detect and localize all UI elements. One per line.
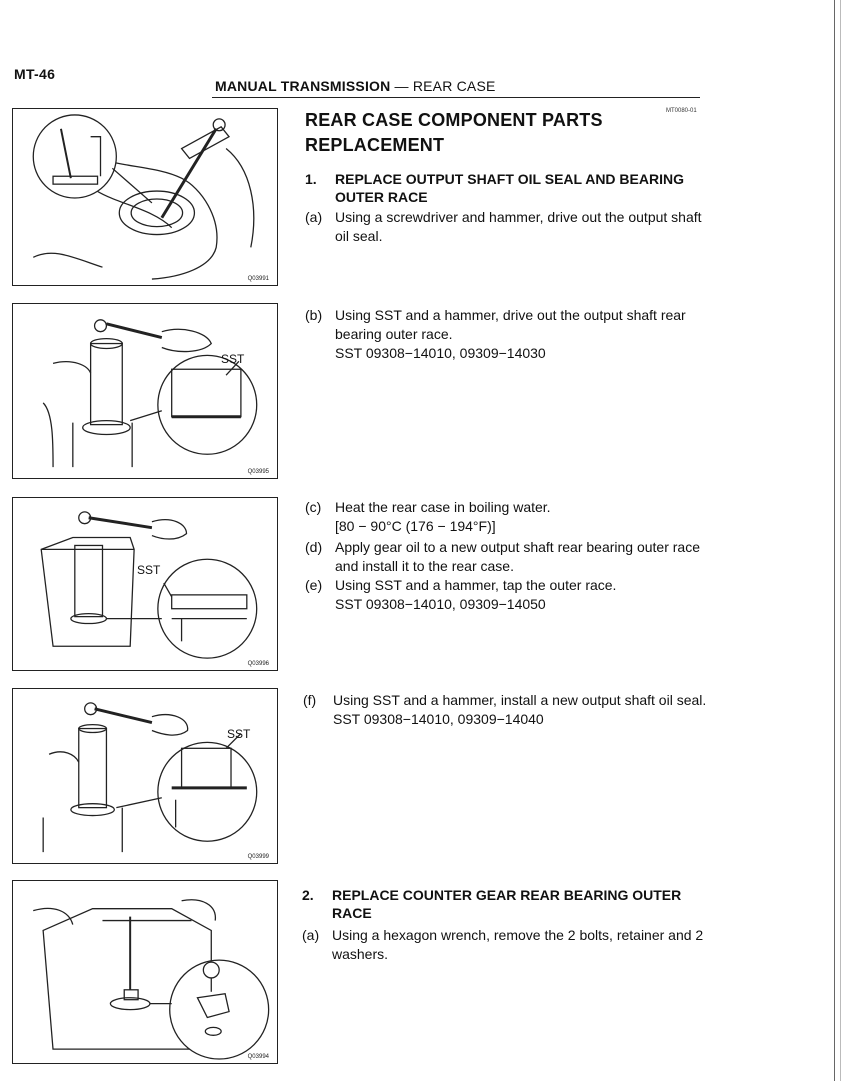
illustration-hexagon-wrench	[33, 899, 270, 1060]
illustration-sst-tap-race	[40, 511, 258, 659]
sst-callout: SST	[227, 727, 251, 741]
step-title: REPLACE OUTPUT SHAFT OIL SEAL AND BEARIN…	[335, 171, 684, 205]
figure-install-oil-seal: SST Q03999	[12, 688, 278, 864]
temperature-range: [80 − 90°C (176 − 194°F)]	[335, 518, 496, 534]
instruction-label: (c)	[305, 499, 322, 515]
figure-remove-oil-seal: Q03991	[12, 108, 278, 286]
header-title: MANUAL TRANSMISSION	[215, 78, 391, 94]
figure-tap-outer-race: SST Q03996	[12, 497, 278, 671]
instruction-label: (a)	[305, 209, 323, 225]
step-number: 2.	[302, 887, 314, 903]
instruction-text: Using SST and a hammer, install a new ou…	[333, 692, 707, 708]
header-subtitle: — REAR CASE	[390, 78, 496, 94]
illustration-sst-install-seal	[42, 702, 258, 853]
sst-numbers: SST 09308−14010, 09309−14050	[335, 596, 546, 612]
instruction-label: (e)	[305, 577, 323, 593]
instruction-2a: (a) Using a hexagon wrench, remove the 2…	[302, 926, 707, 964]
page-number: MT-46	[14, 66, 56, 82]
instruction-f: (f) Using SST and a hammer, install a ne…	[303, 691, 707, 729]
instruction-c: (c) Heat the rear case in boiling water.…	[305, 498, 707, 536]
figure-remove-retainer: Q03994	[12, 880, 278, 1064]
figure-id: Q03994	[247, 1054, 269, 1060]
section-title: REAR CASE COMPONENT PARTS REPLACEMENT	[305, 108, 603, 158]
instruction-label: (a)	[302, 927, 320, 943]
figure-id: Q03996	[247, 661, 269, 667]
instruction-label: (f)	[303, 692, 317, 708]
sst-callout: SST	[221, 352, 245, 366]
page-edge-line	[834, 0, 835, 1081]
instruction-text: Using a hexagon wrench, remove the 2 bol…	[332, 927, 704, 962]
sst-callout: SST	[137, 563, 161, 577]
instruction-text: Using SST and a hammer, tap the outer ra…	[335, 577, 617, 593]
instruction-a: (a) Using a screwdriver and hammer, driv…	[305, 208, 707, 246]
page-edge-line-inner	[840, 0, 841, 1081]
sst-numbers: SST 09308−14010, 09309−14040	[333, 711, 544, 727]
instruction-text: Using a screwdriver and hammer, drive ou…	[335, 209, 702, 244]
figure-drive-out-outer-race: SST Q03995	[12, 303, 278, 479]
step-number: 1.	[305, 171, 317, 187]
figure-id: Q03991	[247, 276, 269, 282]
instruction-b: (b) Using SST and a hammer, drive out th…	[305, 306, 707, 363]
illustration-sst-drive-out	[42, 319, 258, 468]
section-code-mark: MT0080-01	[666, 108, 697, 114]
instruction-text: Apply gear oil to a new output shaft rea…	[335, 539, 700, 574]
instruction-e: (e) Using SST and a hammer, tap the oute…	[305, 576, 707, 614]
step-1: 1. REPLACE OUTPUT SHAFT OIL SEAL AND BEA…	[305, 170, 707, 206]
figure-id: Q03995	[247, 469, 269, 475]
sst-numbers: SST 09308−14010, 09309−14030	[335, 345, 546, 361]
step-title: REPLACE COUNTER GEAR REAR BEARING OUTER …	[332, 887, 682, 921]
instruction-d: (d) Apply gear oil to a new output shaft…	[305, 538, 707, 576]
step-2: 2. REPLACE COUNTER GEAR REAR BEARING OUT…	[302, 886, 707, 922]
instruction-text: Heat the rear case in boiling water.	[335, 499, 551, 515]
instruction-label: (b)	[305, 307, 323, 323]
instruction-text: Using SST and a hammer, drive out the ou…	[335, 307, 686, 342]
figure-id: Q03999	[247, 854, 269, 860]
illustration-screwdriver-hammer	[32, 114, 255, 280]
page-header: MANUAL TRANSMISSION — REAR CASE	[215, 78, 496, 94]
header-rule	[212, 97, 700, 98]
section-title-line1: REAR CASE COMPONENT PARTS	[305, 110, 603, 130]
instruction-label: (d)	[305, 539, 323, 555]
section-title-line2: REPLACEMENT	[305, 135, 445, 155]
